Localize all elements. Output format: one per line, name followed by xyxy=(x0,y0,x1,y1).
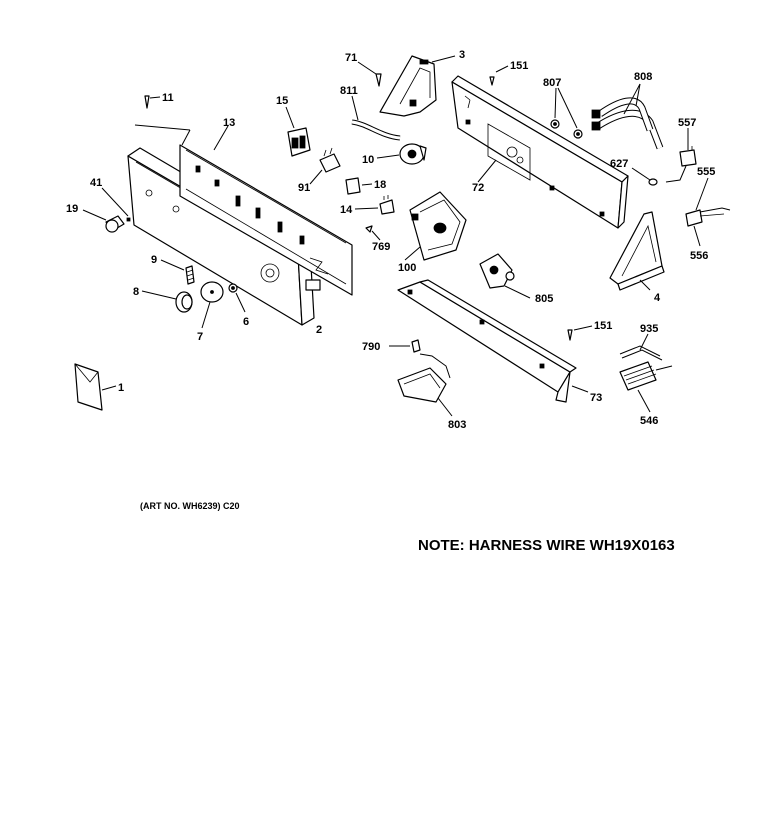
washers xyxy=(550,119,583,139)
knob xyxy=(105,215,131,233)
spring-clip xyxy=(185,265,195,285)
dial xyxy=(200,281,224,303)
harness-note: NOTE: HARNESS WIRE WH19X0163 xyxy=(418,537,675,554)
callout-807: 807 xyxy=(543,77,561,89)
callout-91: 91 xyxy=(298,182,310,194)
washer-ring xyxy=(228,283,238,293)
owner-manual xyxy=(74,363,103,411)
inlet-hoses xyxy=(591,97,664,150)
callout-72: 72 xyxy=(472,182,484,194)
callout-100: 100 xyxy=(398,262,416,274)
art-number: (ART NO. WH6239) C20 xyxy=(140,501,240,511)
valve-805 xyxy=(479,253,515,289)
callout-15: 15 xyxy=(276,95,288,107)
callout-811: 811 xyxy=(340,85,358,97)
callout-10: 10 xyxy=(362,154,374,166)
callout-151-right: 151 xyxy=(594,320,612,332)
pressure-switch xyxy=(399,143,427,165)
screw-151-top xyxy=(489,76,495,86)
callout-805: 805 xyxy=(535,293,553,305)
callout-41: 41 xyxy=(90,177,102,189)
callout-769: 769 xyxy=(372,241,390,253)
callout-808: 808 xyxy=(634,71,652,83)
callout-555: 555 xyxy=(697,166,715,178)
callout-19: 19 xyxy=(66,203,78,215)
callout-labels: 1 2 3 4 6 7 8 9 10 11 13 14 15 18 19 41 … xyxy=(66,49,715,431)
callout-71: 71 xyxy=(345,52,357,64)
callout-1: 1 xyxy=(118,382,124,394)
callout-13: 13 xyxy=(223,117,235,129)
power-cord xyxy=(665,146,697,183)
callout-11: 11 xyxy=(162,92,174,104)
screw-71 xyxy=(375,73,382,87)
wire-harness xyxy=(619,345,673,391)
callout-151-top: 151 xyxy=(510,60,528,72)
callout-9: 9 xyxy=(151,254,157,266)
switch xyxy=(287,127,311,157)
bracket-3 xyxy=(379,55,437,117)
callout-790: 790 xyxy=(362,341,380,353)
terminal-block xyxy=(319,147,341,173)
screw-151-right xyxy=(567,329,573,341)
callout-803: 803 xyxy=(448,419,466,431)
screw xyxy=(144,95,150,109)
hose xyxy=(351,119,401,141)
terminal-555 xyxy=(685,207,731,227)
rear-panel-73 xyxy=(397,279,577,403)
callout-627: 627 xyxy=(610,158,628,170)
backsplash xyxy=(451,75,629,229)
callout-7: 7 xyxy=(197,331,203,343)
callout-935: 935 xyxy=(640,323,658,335)
callout-557: 557 xyxy=(678,117,696,129)
callout-4: 4 xyxy=(654,292,661,304)
callout-3: 3 xyxy=(459,49,465,61)
callout-14: 14 xyxy=(340,204,353,216)
callout-73: 73 xyxy=(590,392,602,404)
callout-6: 6 xyxy=(243,316,249,328)
callout-8: 8 xyxy=(133,286,139,298)
capacitor xyxy=(345,177,361,195)
callout-546: 546 xyxy=(640,415,658,427)
callout-2: 2 xyxy=(316,324,322,336)
end-cap-4 xyxy=(609,211,665,291)
callout-556: 556 xyxy=(690,250,708,262)
knob-skirt xyxy=(175,291,193,313)
connector xyxy=(379,195,395,215)
dispenser-803 xyxy=(397,353,451,403)
control-panel-bracket xyxy=(179,144,353,296)
clip-790 xyxy=(411,339,421,353)
callout-18: 18 xyxy=(374,179,386,191)
screw-769 xyxy=(365,225,373,233)
clamp-627 xyxy=(648,178,658,186)
timer xyxy=(409,191,467,261)
